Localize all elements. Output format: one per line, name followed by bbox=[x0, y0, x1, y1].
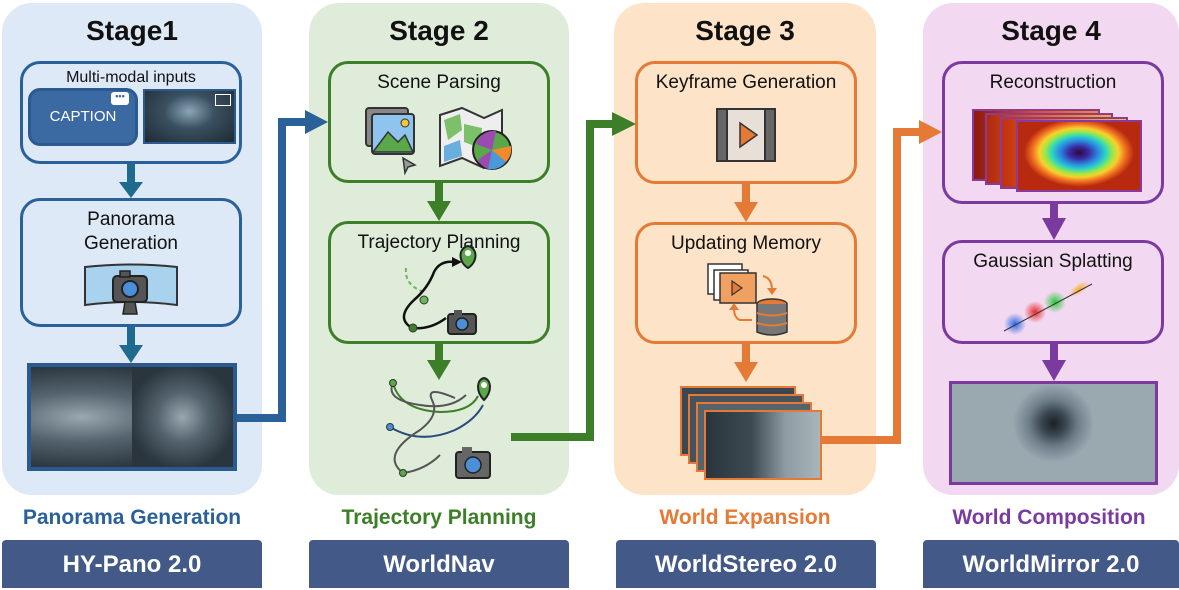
keyframe-generation-box: Keyframe Generation bbox=[635, 61, 857, 184]
stage1-subtitle: Panorama Generation bbox=[22, 506, 242, 529]
keyframe-generation-label: Keyframe Generation bbox=[655, 72, 837, 93]
multimodal-inputs-label: Multi-modal inputs bbox=[66, 69, 196, 86]
stage1-title: Stage1 bbox=[86, 15, 178, 46]
stage3-title: Stage 3 bbox=[695, 15, 795, 46]
model-label-worldstereo: WorldStereo 2.0 bbox=[616, 540, 876, 588]
connector-stage1-to-stage2 bbox=[237, 110, 328, 422]
map-icon bbox=[439, 106, 512, 170]
caption-label: CAPTION bbox=[49, 108, 117, 125]
trajectory-planning-label: Trajectory Planning bbox=[357, 232, 521, 253]
stage1-arrow-1 bbox=[119, 164, 143, 198]
model-label-worldnav: WorldNav bbox=[309, 540, 569, 588]
stage4-arrow-2 bbox=[1042, 344, 1066, 381]
panorama-camera-icon bbox=[84, 263, 178, 315]
connector-stage3-to-stage4 bbox=[822, 120, 942, 444]
model-label-worldmirror: WorldMirror 2.0 bbox=[923, 540, 1179, 588]
trajectory-icon bbox=[402, 246, 476, 335]
panorama-image bbox=[27, 363, 237, 471]
reconstruction-box: Reconstruction bbox=[942, 61, 1164, 204]
multimodal-inputs-box: Multi-modal inputs bbox=[20, 61, 242, 164]
reconstruction-label: Reconstruction bbox=[989, 72, 1117, 93]
panorama-label-line2: Generation bbox=[83, 233, 178, 254]
panorama-label-line1: Panorama bbox=[87, 209, 175, 230]
stage4-arrow-1 bbox=[1042, 204, 1066, 240]
updating-memory-label: Updating Memory bbox=[671, 233, 821, 254]
composed-world-image bbox=[949, 381, 1158, 485]
model-label-hy-pano: HY-Pano 2.0 bbox=[2, 540, 262, 588]
film-play-icon bbox=[716, 108, 776, 162]
trajectory-planning-box: Trajectory Planning bbox=[328, 221, 550, 344]
stage3-arrow-1 bbox=[734, 184, 758, 222]
scene-parsing-label: Scene Parsing bbox=[377, 72, 501, 93]
panorama-generation-label: Panorama Generation bbox=[23, 208, 239, 256]
image-icon bbox=[215, 94, 231, 106]
gaussian-splat-icon bbox=[1003, 280, 1093, 335]
depth-map-4 bbox=[1016, 120, 1142, 192]
stage2-title: Stage 2 bbox=[389, 15, 489, 46]
panorama-generation-box: Panorama Generation bbox=[20, 198, 242, 327]
speech-bubble-icon: ••• bbox=[111, 92, 129, 105]
stage2-panel: Stage 2 bbox=[309, 3, 569, 495]
input-image bbox=[143, 89, 236, 144]
updating-memory-box: Updating Memory bbox=[635, 222, 857, 344]
gaussian-splatting-box: Gaussian Splatting bbox=[942, 240, 1164, 344]
stage3-subtitle: World Expansion bbox=[659, 506, 831, 529]
stage4-subtitle: World Composition bbox=[952, 506, 1146, 529]
caption-input-box: CAPTION bbox=[28, 88, 138, 146]
keyframe-image-4 bbox=[704, 410, 822, 480]
stage1-arrow-2 bbox=[119, 327, 143, 363]
stage4-title: Stage 4 bbox=[1001, 15, 1101, 46]
stage2-arrow-2 bbox=[427, 344, 451, 380]
multi-trajectory-icon bbox=[386, 376, 491, 479]
stage3-arrow-2 bbox=[734, 344, 758, 382]
connector-stage2-to-stage3 bbox=[511, 112, 636, 441]
memory-update-icon bbox=[707, 263, 788, 336]
scene-parsing-box: Scene Parsing bbox=[328, 61, 550, 183]
image-gallery-icon bbox=[365, 107, 417, 176]
stage2-arrow-1 bbox=[427, 183, 451, 221]
gaussian-splatting-label: Gaussian Splatting bbox=[973, 251, 1133, 272]
stage2-subtitle: Trajectory Planning bbox=[341, 506, 537, 529]
